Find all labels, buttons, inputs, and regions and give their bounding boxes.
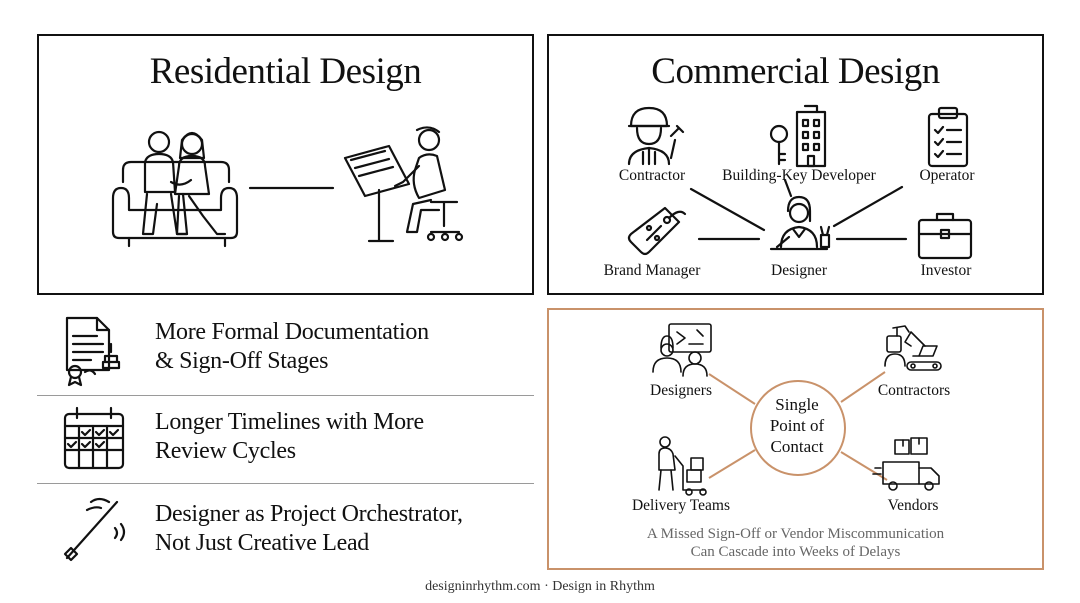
couple-on-sofa-icon <box>111 130 239 248</box>
stakeholder-investor: Investor <box>920 262 972 279</box>
contact-network <box>652 323 942 496</box>
stakeholder-contractor: Contractor <box>618 167 686 184</box>
line-operator-designer <box>832 185 904 228</box>
note-line-1: A Missed Sign-Off or Vendor Miscommunica… <box>646 526 945 542</box>
price-tag-icon <box>627 206 687 256</box>
commercial-panel: Commercial Design <box>547 34 1044 295</box>
feature-timelines-text: Longer Timelines with More Review Cycles <box>155 408 424 466</box>
commercial-network <box>627 104 973 260</box>
delivery-worker-icon <box>658 436 707 496</box>
feature-orchestrator-text: Designer as Project Orchestrator, Not Ju… <box>155 500 463 558</box>
stakeholder-developer: Building-Key Developer <box>722 167 876 184</box>
residential-panel: Residential Design <box>37 34 534 295</box>
feature-orchestrator-line2: Not Just Creative Lead <box>155 530 370 556</box>
excavator-and-worker-icon <box>884 325 942 371</box>
feature-documentation: More Formal Documentation & Sign-Off Sta… <box>37 308 534 398</box>
designer-at-desk-icon <box>769 195 831 251</box>
key-and-building-icon <box>769 104 827 168</box>
single-point-of-contact-panel: Designers Contractors Delivery Teams Ven… <box>547 308 1044 570</box>
center-line-2: Point of <box>769 416 825 435</box>
note-line-2: Can Cascade into Weeks of Delays <box>690 544 901 560</box>
stakeholder-operator: Operator <box>919 167 975 184</box>
briefcase-icon <box>917 212 973 260</box>
footer-credit: designinrhythm.com · Design in Rhythm <box>425 579 655 594</box>
stakeholder-brand-manager: Brand Manager <box>603 262 701 279</box>
stakeholder-designer: Designer <box>771 262 827 279</box>
designer-at-drafting-table-icon <box>343 126 464 243</box>
feature-timelines-line1: Longer Timelines with More <box>155 409 424 435</box>
feature-divider <box>37 483 534 484</box>
baton-icon <box>63 497 126 562</box>
line-contractors <box>840 371 886 403</box>
line-contractor-designer <box>689 187 766 232</box>
calendar-check-icon <box>63 406 125 470</box>
feature-divider <box>37 395 534 396</box>
single-point-of-contact-label: Single Point of Contact <box>727 394 867 457</box>
feature-timelines: Longer Timelines with More Review Cycles <box>37 398 534 488</box>
residential-title: Residential Design <box>149 51 422 92</box>
feature-documentation-line2: & Sign-Off Stages <box>155 348 329 374</box>
construction-worker-icon <box>627 106 685 166</box>
contact-circle <box>750 380 846 476</box>
delay-warning-note: A Missed Sign-Off or Vendor Miscommunica… <box>547 525 1044 561</box>
feature-documentation-line1: More Formal Documentation <box>155 319 429 345</box>
node-vendors: Vendors <box>887 497 939 514</box>
feature-orchestrator: Designer as Project Orchestrator, Not Ju… <box>37 490 534 580</box>
center-line-1: Single <box>775 395 819 414</box>
line-vendors <box>840 451 888 481</box>
node-designers: Designers <box>650 382 712 399</box>
line-developer-designer <box>783 178 793 198</box>
commercial-title: Commercial Design <box>651 51 940 92</box>
center-line-3: Contact <box>770 437 824 456</box>
line-delivery <box>708 449 756 479</box>
feature-documentation-text: More Formal Documentation & Sign-Off Sta… <box>155 318 429 376</box>
feature-timelines-line2: Review Cycles <box>155 438 296 464</box>
document-seal-icon <box>65 316 121 387</box>
line-designers <box>708 373 756 405</box>
residential-illustration <box>111 126 464 248</box>
feature-orchestrator-line1: Designer as Project Orchestrator, <box>155 501 463 527</box>
clipboard-checklist-icon <box>927 106 969 168</box>
node-contractors: Contractors <box>877 382 951 399</box>
node-delivery-teams: Delivery Teams <box>631 497 731 514</box>
vendor-truck-icon <box>872 437 940 491</box>
designers-team-icon <box>652 323 712 377</box>
